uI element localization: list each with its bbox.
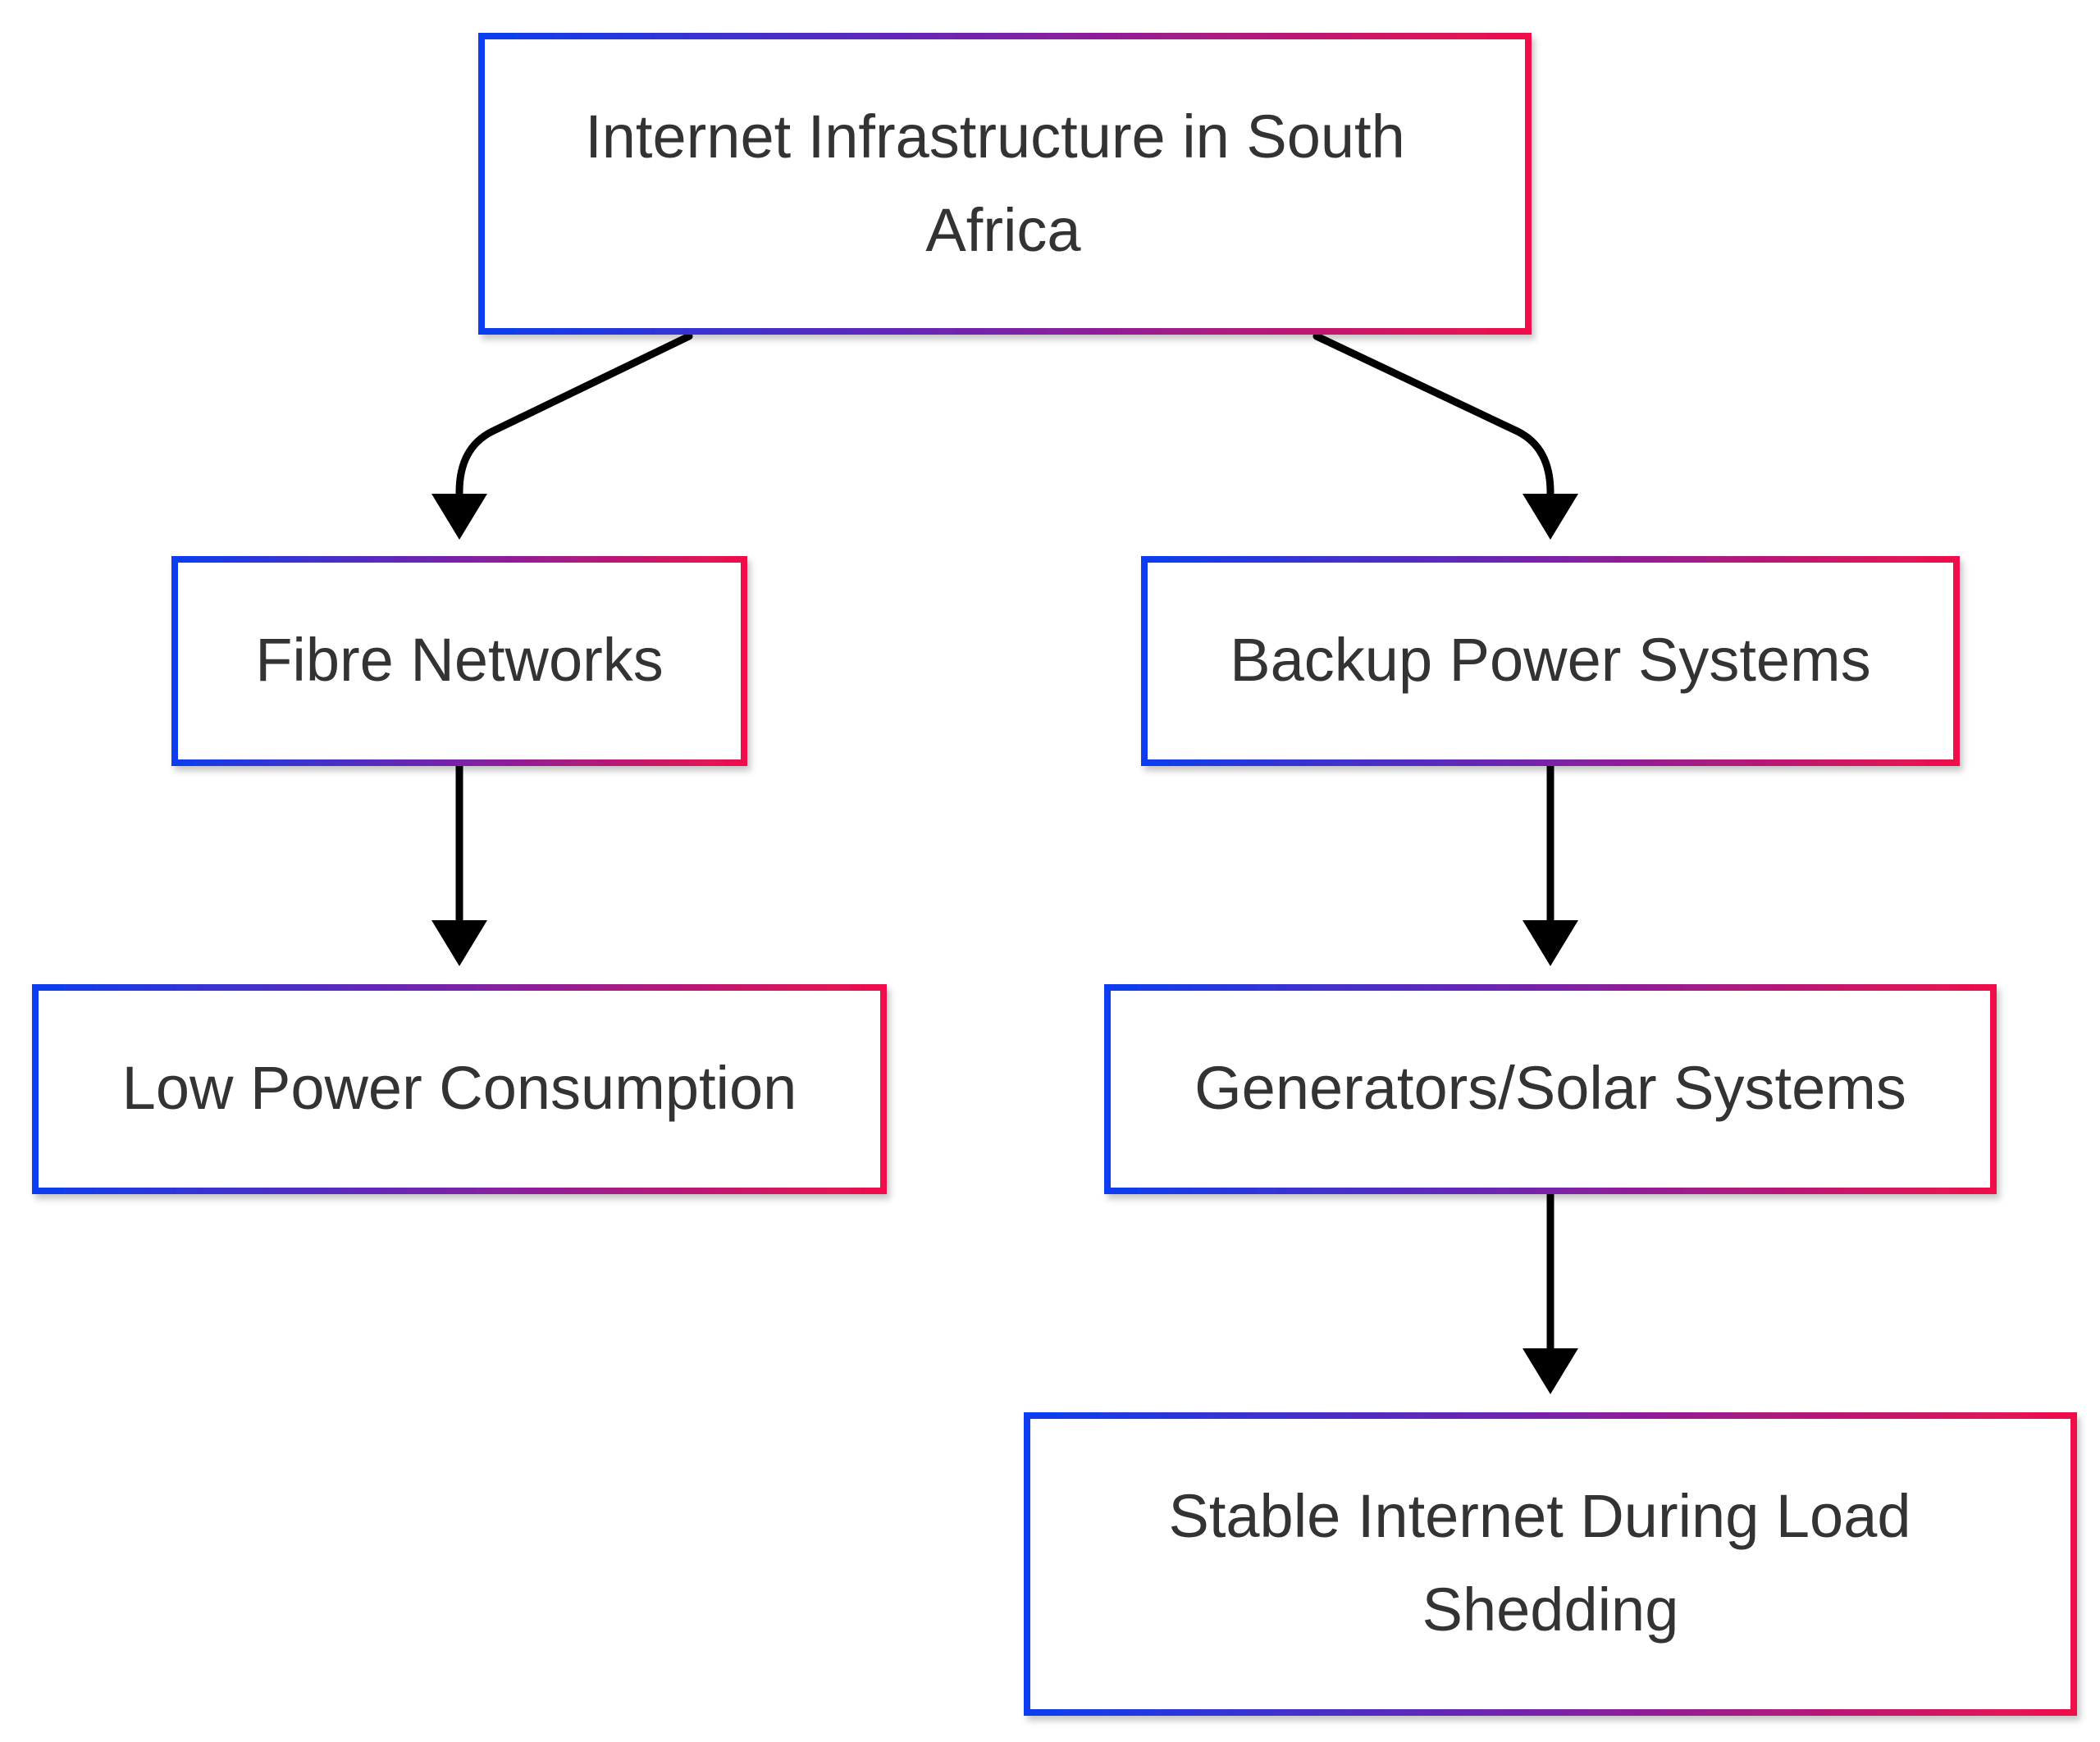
- node-stable-internet-label-line2: Shedding: [1422, 1576, 1679, 1644]
- node-root-label-line2: Africa: [925, 196, 1081, 264]
- node-low-power: Low Power Consumption: [32, 984, 887, 1194]
- node-generators-solar-box: [1104, 984, 1997, 1194]
- arrowheads: [431, 494, 1578, 1394]
- node-generators-solar-label: Generators/Solar Systems: [1194, 1054, 1906, 1122]
- node-stable-internet-label-line1: Stable Internet During Load: [1168, 1482, 1911, 1550]
- node-fibre-networks-box: [171, 556, 747, 766]
- node-backup-power-label: Backup Power Systems: [1230, 626, 1870, 694]
- arrowhead-generators: [1522, 920, 1578, 966]
- node-root: Internet Infrastructure in South Africa: [478, 33, 1532, 335]
- edge-root-to-fibre: [455, 332, 693, 504]
- node-backup-power-box: [1141, 556, 1960, 766]
- node-backup-power: Backup Power Systems: [1141, 556, 1960, 766]
- arrowhead-stable: [1522, 1348, 1578, 1394]
- node-generators-solar: Generators/Solar Systems: [1104, 984, 1997, 1194]
- arrowhead-low-power: [431, 920, 487, 966]
- edge-root-to-backup: [1312, 332, 1554, 504]
- node-fibre-networks: Fibre Networks: [171, 556, 747, 766]
- node-root-box: [478, 33, 1532, 335]
- arrowhead-backup: [1522, 494, 1578, 540]
- node-stable-internet: Stable Internet During Load Shedding: [1024, 1412, 2077, 1716]
- node-root-label-line1: Internet Infrastructure in South: [585, 103, 1405, 171]
- node-fibre-networks-label: Fibre Networks: [255, 626, 664, 694]
- node-low-power-label: Low Power Consumption: [122, 1054, 797, 1122]
- arrowhead-fibre: [431, 494, 487, 540]
- node-low-power-box: [32, 984, 887, 1194]
- node-stable-internet-box: [1024, 1412, 2077, 1716]
- edges: [455, 332, 1554, 1357]
